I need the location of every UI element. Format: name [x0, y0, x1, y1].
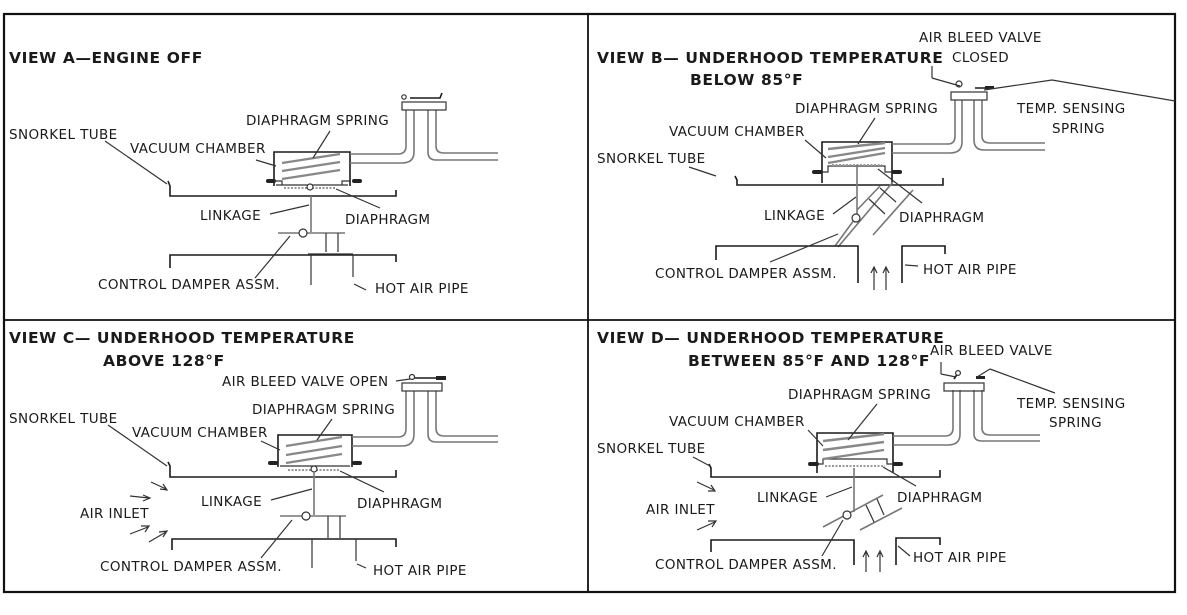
label-linkage: LINKAGE [764, 208, 825, 224]
panel-view-a: VIEW A—ENGINE OFF [9, 49, 498, 297]
label-temp-sensing-spring-2: SPRING [1052, 121, 1105, 137]
damper-pivot [298, 228, 308, 238]
label-temp-sensing-spring-2: SPRING [1049, 415, 1102, 431]
vacuum-chamber [808, 432, 903, 473]
panel-view-b: VIEW B— UNDERHOOD TEMPERATURE BELOW 85°F [597, 30, 1176, 290]
label-linkage: LINKAGE [201, 494, 262, 510]
panel-a-title: VIEW A—ENGINE OFF [9, 49, 203, 67]
panel-d-title-line1: VIEW D— UNDERHOOD TEMPERATURE [597, 329, 945, 347]
hot-air-flow-arrows [862, 549, 884, 572]
hot-air-pipe [169, 233, 397, 285]
label-air-bleed-valve: AIR BLEED VALVE [919, 30, 1042, 46]
label-vacuum-chamber: VACUUM CHAMBER [130, 141, 266, 157]
diaphragm-spring [822, 432, 885, 461]
label-control-damper: CONTROL DAMPER ASSM. [100, 559, 282, 575]
label-air-bleed-valve: AIR BLEED VALVE [930, 343, 1053, 359]
vacuum-hose [350, 110, 498, 164]
damper-pivot [842, 510, 852, 520]
label-vacuum-chamber: VACUUM CHAMBER [669, 124, 805, 140]
snorkel-tube-shape [734, 175, 944, 186]
temperature-sensor [401, 92, 447, 111]
figure-border [2, 12, 1177, 594]
snorkel-tube-shape [167, 461, 397, 478]
label-diaphragm-spring: DIAPHRAGM SPRING [788, 387, 931, 403]
snorkel-tube-shape [167, 180, 397, 197]
vacuum-hose [892, 100, 1045, 154]
label-diaphragm: DIAPHRAGM [897, 490, 982, 506]
label-snorkel-tube: SNORKEL TUBE [9, 411, 118, 427]
label-diaphragm-spring: DIAPHRAGM SPRING [252, 402, 395, 418]
hot-air-pipe [715, 245, 946, 283]
label-snorkel-tube: SNORKEL TUBE [597, 441, 706, 457]
label-diaphragm-spring: DIAPHRAGM SPRING [795, 101, 938, 117]
label-air-inlet: AIR INLET [80, 506, 149, 522]
label-diaphragm: DIAPHRAGM [345, 212, 430, 228]
temperature-sensor [943, 370, 985, 392]
control-damper [834, 181, 914, 248]
label-vacuum-chamber: VACUUM CHAMBER [132, 425, 268, 441]
diaphragm-link-pivot [310, 465, 318, 473]
label-diaphragm: DIAPHRAGM [357, 496, 442, 512]
panel-d-title-line2: BETWEEN 85°F AND 128°F [688, 352, 930, 370]
label-air-inlet: AIR INLET [646, 502, 715, 518]
label-vacuum-chamber: VACUUM CHAMBER [669, 414, 805, 430]
label-linkage: LINKAGE [757, 490, 818, 506]
diaphragm-link-pivot [306, 183, 314, 191]
damper-pivot [851, 213, 861, 223]
vacuum-hose [352, 391, 498, 447]
panel-view-c: VIEW C— UNDERHOOD TEMPERATURE ABOVE 128°… [9, 329, 498, 579]
label-linkage: LINKAGE [200, 208, 261, 224]
vacuum-hose [893, 390, 1040, 446]
label-air-bleed-valve-state: CLOSED [952, 50, 1009, 66]
air-inlet-arrows [129, 481, 169, 543]
temperature-sensor [950, 80, 994, 101]
label-diaphragm: DIAPHRAGM [899, 210, 984, 226]
diaphragm-spring [281, 152, 341, 181]
snorkel-tube-shape [708, 463, 941, 478]
air-inlet-arrows [696, 481, 718, 531]
label-temp-sensing-spring: TEMP. SENSING [1016, 101, 1126, 117]
hot-air-pipe [710, 537, 941, 565]
label-air-bleed-valve: AIR BLEED VALVE OPEN [222, 374, 389, 390]
temperature-sensor [401, 373, 446, 392]
panel-c-title-line2: ABOVE 128°F [103, 352, 225, 370]
damper-pivot [301, 511, 311, 521]
control-damper [822, 494, 903, 531]
label-control-damper: CONTROL DAMPER ASSM. [98, 277, 280, 293]
label-hot-air-pipe: HOT AIR PIPE [913, 550, 1007, 566]
diaphragm-spring [285, 435, 343, 465]
label-control-damper: CONTROL DAMPER ASSM. [655, 557, 837, 573]
label-diaphragm-spring: DIAPHRAGM SPRING [246, 113, 389, 129]
label-hot-air-pipe: HOT AIR PIPE [923, 262, 1017, 278]
label-snorkel-tube: SNORKEL TUBE [597, 151, 706, 167]
panel-b-title-line1: VIEW B— UNDERHOOD TEMPERATURE [597, 49, 943, 67]
label-temp-sensing-spring: TEMP. SENSING [1016, 396, 1126, 412]
diaphragm-spring [827, 141, 886, 165]
hot-air-flow-arrows [870, 265, 890, 290]
panel-c-title-line1: VIEW C— UNDERHOOD TEMPERATURE [9, 329, 355, 347]
label-hot-air-pipe: HOT AIR PIPE [375, 281, 469, 297]
panel-b-title-line2: BELOW 85°F [690, 71, 803, 89]
label-snorkel-tube: SNORKEL TUBE [9, 127, 118, 143]
label-hot-air-pipe: HOT AIR PIPE [373, 563, 467, 579]
panel-view-d: VIEW D— UNDERHOOD TEMPERATURE BETWEEN 85… [597, 329, 1126, 573]
label-control-damper: CONTROL DAMPER ASSM. [655, 266, 837, 282]
hot-air-pipe [171, 516, 397, 568]
